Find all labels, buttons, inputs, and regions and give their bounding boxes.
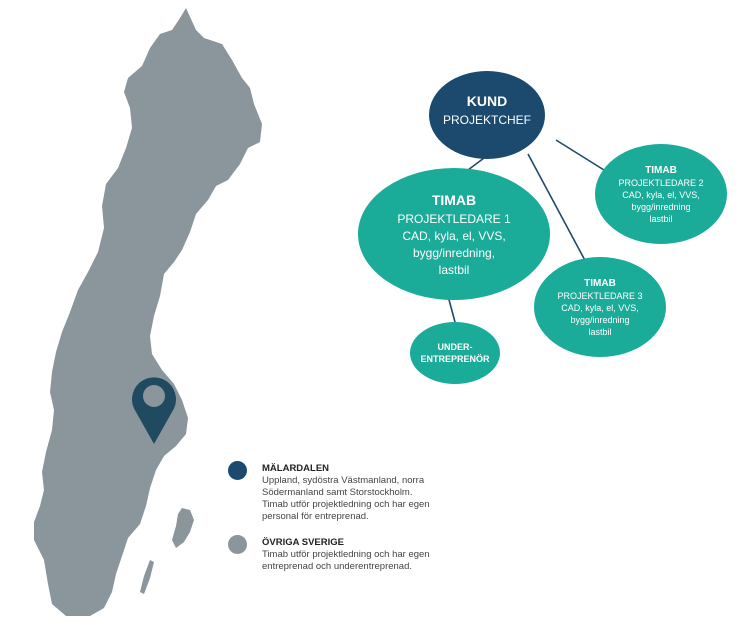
node-pl2-line-1: PROJEKTLEDARE 2 [618, 178, 703, 188]
legend-malardalen-line-3: Timab utför projektledning och har egen [262, 499, 430, 510]
node-pl1-title: TIMAB [432, 192, 476, 208]
map-pin-icon [132, 377, 177, 444]
node-pl3-line-3: bygg/inredning [570, 315, 629, 325]
node-pl2-title: TIMAB [645, 165, 677, 176]
node-ue-line-1: UNDER- [438, 342, 473, 352]
legend-ovriga-title: ÖVRIGA SVERIGE [262, 537, 344, 548]
legend-ovriga-line-2: entreprenad och underentreprenad. [262, 561, 413, 572]
sweden-map [34, 8, 262, 616]
node-projektledare-1: TIMAB PROJEKTLEDARE 1 CAD, kyla, el, VVS… [358, 168, 550, 300]
node-pl1-line-4: lastbil [439, 263, 470, 277]
node-projektledare-2: TIMAB PROJEKTLEDARE 2 CAD, kyla, el, VVS… [595, 144, 727, 244]
oland-island [140, 560, 154, 594]
legend-malardalen: MÄLARDALEN Uppland, sydöstra Västmanland… [228, 461, 468, 525]
legend-malardalen-line-4: personal för entreprenad. [262, 511, 369, 522]
node-kund: KUND PROJEKTCHEF [429, 71, 545, 159]
gotland-island [172, 508, 194, 548]
legend-malardalen-line-1: Uppland, sydöstra Västmanland, norra [262, 475, 425, 486]
node-pl3-line-2: CAD, kyla, el, VVS, [561, 303, 639, 313]
legend-malardalen-title: MÄLARDALEN [262, 463, 330, 474]
node-pl2-line-2: CAD, kyla, el, VVS, [622, 190, 700, 200]
connector-pl1-ue [447, 295, 456, 323]
legend-ovriga-sverige: ÖVRIGA SVERIGE Timab utför projektlednin… [228, 535, 468, 579]
node-kund-title: KUND [467, 93, 507, 109]
node-pl1-line-1: PROJEKTLEDARE 1 [397, 212, 511, 226]
connector-kund-pl3 [527, 153, 589, 267]
legend-dot-ovriga [228, 535, 247, 554]
legend-malardalen-line-2: Södermanland samt Storstockholm. [262, 487, 413, 498]
node-pl3-line-4: lastbil [588, 327, 611, 337]
legend-ovriga-line-1: Timab utför projektledning och har egen [262, 549, 430, 560]
node-pl2-line-4: lastbil [649, 214, 672, 224]
node-pl1-line-2: CAD, kyla, el, VVS, [402, 229, 505, 243]
node-kund-subtitle: PROJEKTCHEF [443, 113, 531, 127]
legend-dot-malardalen [228, 461, 247, 480]
connector-kund-pl2 [555, 139, 605, 171]
node-pl1-line-3: bygg/inredning, [413, 246, 495, 260]
node-pl3-title: TIMAB [584, 278, 616, 289]
node-projektledare-3: TIMAB PROJEKTLEDARE 3 CAD, kyla, el, VVS… [534, 257, 666, 357]
node-ue-line-2: ENTREPRENÖR [420, 354, 490, 364]
node-pl3-line-1: PROJEKTLEDARE 3 [557, 291, 642, 301]
node-underentreprenor: UNDER- ENTREPRENÖR [410, 322, 500, 384]
connectors [447, 139, 605, 323]
connector-kund-pl1 [467, 157, 485, 171]
node-pl2-line-3: bygg/inredning [631, 202, 690, 212]
